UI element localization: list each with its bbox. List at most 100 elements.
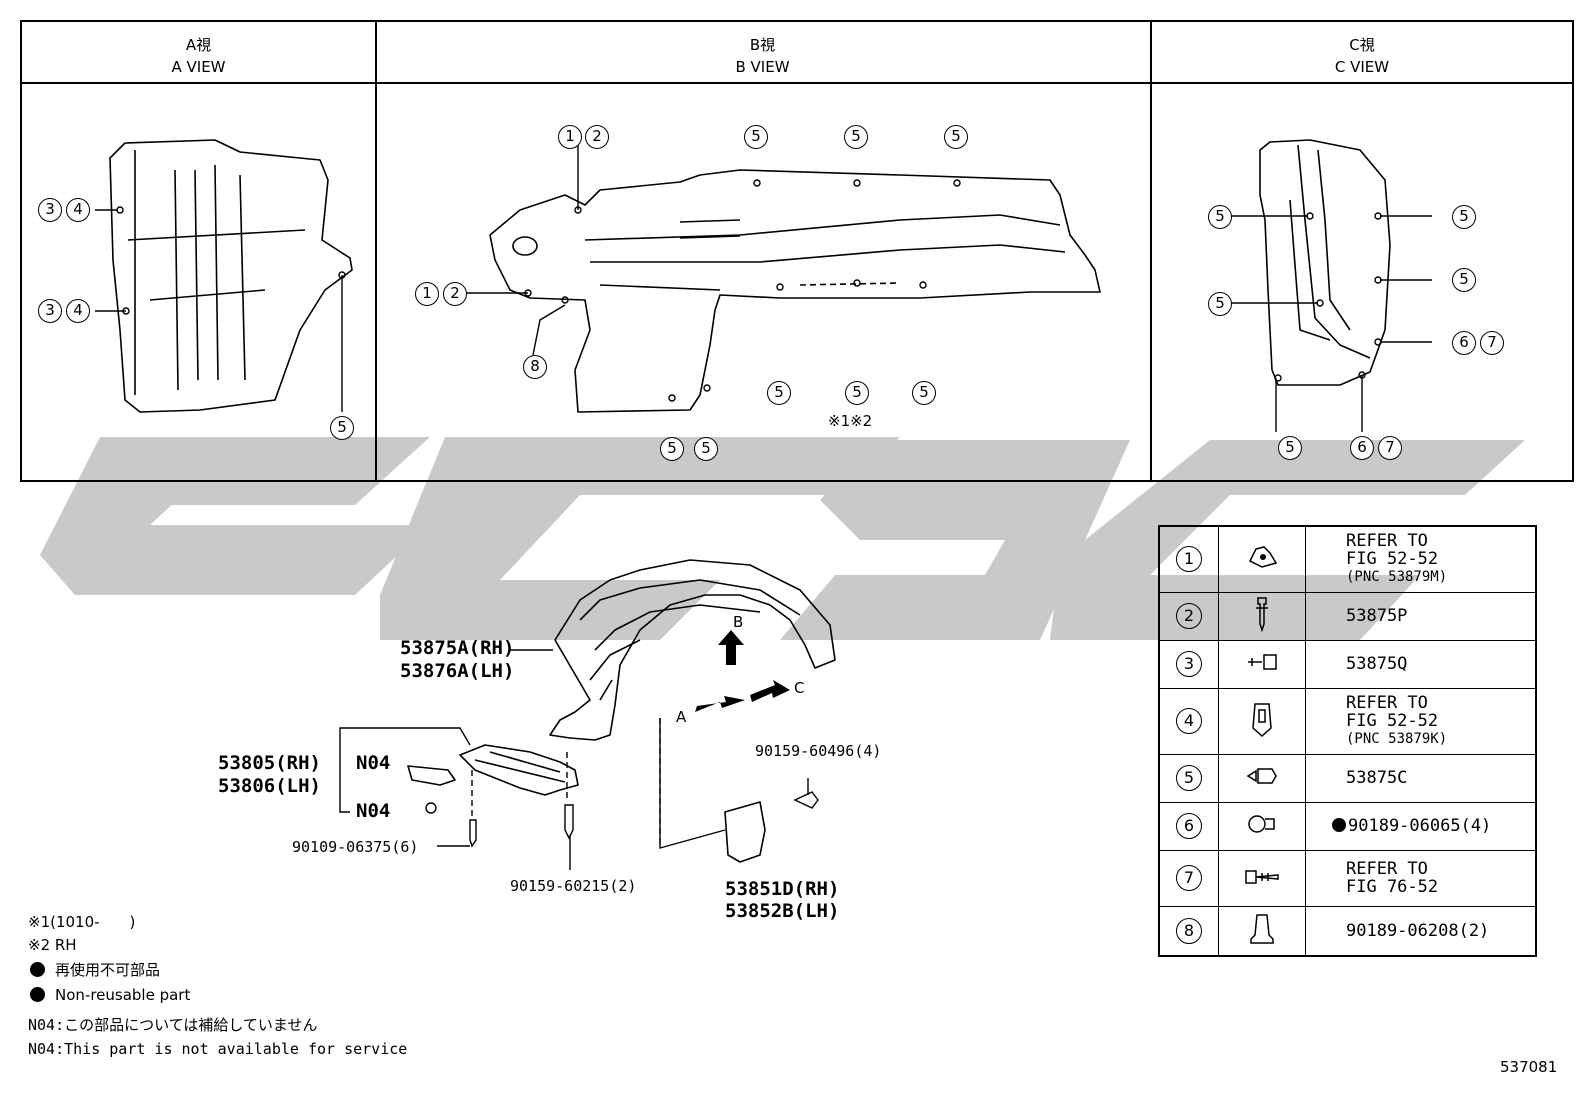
views-frame: A視 A VIEW B視 B VIEW C視 C VIEW [20,20,1574,482]
callout-5: 5 [944,125,968,149]
label-n04-top: N04 [356,752,391,774]
callout-7: 7 [1480,331,1504,355]
row-number: 3 [1176,651,1202,677]
callout-1: 1 [415,282,439,306]
callout-5: 5 [744,125,768,149]
note-2: ※2 RH [28,936,77,954]
table-row: 5 53875C [1158,753,1536,803]
row-number: 5 [1176,765,1202,791]
note-1: ※1(1010- ) [28,913,136,931]
arrow-c-icon [750,680,790,702]
part-desc: 53875P [1305,591,1536,641]
part-pnc: (PNC 53879K) [1346,731,1448,747]
tapping-screw-icon [1245,870,1279,884]
spring-clip-icon [1252,703,1272,738]
callout-2: 2 [585,125,609,149]
label-cover-rh: 53805(RH) [218,752,321,774]
clip-nut-icon [1248,546,1278,569]
nut-icon [1250,914,1274,944]
callout-5: 5 [844,125,868,149]
under-cover [459,744,579,796]
fender-liner [549,559,836,741]
label-bolt-right: 90159-60496(4) [755,742,882,760]
label-arrow-a: A [676,708,687,726]
table-row: 2 53875P [1158,591,1536,641]
divider-ab [375,22,377,480]
push-clip-icon [1246,768,1277,784]
label-liner-rh: 53875A(RH) [400,637,515,659]
callout-3: 3 [38,299,62,323]
callout-4: 4 [66,198,90,222]
part-pnc: (PNC 53879M) [1346,569,1448,586]
label-bolt-left: 90109-06375(6) [292,838,419,856]
part-text: FIG 76-52 [1346,877,1439,897]
row-number: 6 [1176,813,1202,839]
label-bolt-mid: 90159-60215(2) [510,877,637,895]
b-view-header: B視 B VIEW [375,34,1150,78]
row-number: 1 [1176,546,1202,573]
screw-icon [1256,597,1268,633]
callout-5: 5 [1208,205,1232,229]
part-text: 90189-06065(4) [1348,816,1492,836]
a-view-panel [109,139,353,413]
part-text: REFER TO [1346,859,1428,879]
callout-6: 6 [1452,331,1476,355]
label-n04-bottom: N04 [356,800,391,822]
c-view-header: C視 C VIEW [1150,34,1574,78]
header-divider [22,82,1572,84]
note-6: N04:This part is not available for servi… [28,1040,408,1058]
label-cover-lh: 53806(LH) [218,775,321,797]
n04-bracket [407,765,456,786]
row-number: 7 [1176,865,1202,891]
divider-bc [1150,22,1152,480]
row-number: 4 [1176,708,1202,734]
callout-5: 5 [1452,268,1476,292]
callout-7: 7 [1378,436,1402,460]
callout-5: 5 [1278,436,1302,460]
part-desc: 53875C [1305,753,1536,803]
grommet-icon [1248,815,1275,833]
row-number: 8 [1176,917,1202,944]
note-4: Non-reusable part [55,986,191,1004]
callout-1: 1 [558,125,582,149]
callout-2: 2 [443,282,467,306]
c-view-en: C VIEW [1334,58,1390,76]
label-seal-rh: 53851D(RH) [725,878,840,900]
callout-5: 5 [1452,205,1476,229]
a-view-en: A VIEW [171,58,226,76]
part-text: 53875C [1346,768,1408,788]
part-text: 90189-06208(2) [1346,920,1490,941]
a-view-jp: A視 [185,36,212,54]
table-row: 8 90189-06208(2) [1158,905,1536,957]
callout-4: 4 [66,299,90,323]
figure-id: 537081 [1500,1058,1558,1076]
part-text: REFER TO [1346,693,1428,713]
bolt-washer-icon [1248,654,1277,670]
part-desc: 90189-06065(4) [1305,801,1536,851]
b-view-panel [489,169,1101,413]
part-text: REFER TO [1346,531,1428,552]
label-seal-lh: 53852B(LH) [725,900,840,922]
callout-5: 5 [660,437,684,461]
table-row: 3 53875Q [1158,639,1536,689]
mud-seal-plate [724,801,766,863]
row-number: 2 [1176,603,1202,629]
leader-lines [95,145,1432,870]
callout-5: 5 [1208,292,1232,316]
fastener-glyphs [116,179,1382,848]
b-view-note: ※1※2 [828,412,873,430]
part-text: FIG 52-52 [1346,549,1439,570]
table-row: 6 90189-06065(4) [1158,801,1536,851]
callout-5: 5 [767,381,791,405]
note-3: 再使用不可部品 [55,961,161,979]
b-view-en: B VIEW [735,58,790,76]
callout-6: 6 [1350,436,1374,460]
callout-5: 5 [912,381,936,405]
callout-5: 5 [845,381,869,405]
